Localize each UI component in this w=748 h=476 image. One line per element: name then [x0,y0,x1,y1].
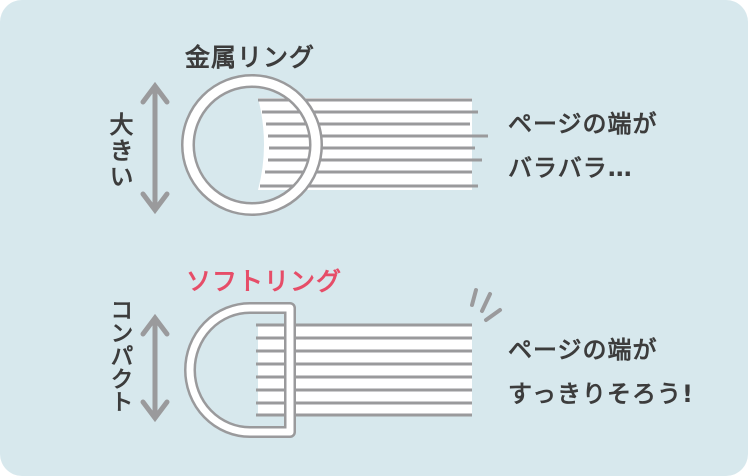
soft-ring [184,302,296,438]
soft-size-label: コンパクト [106,298,132,413]
metal-ring-title: 金属リング [185,43,316,72]
metal-desc-line1: ページの端が [508,110,658,138]
soft-description: ページの端が すっきりそろう! [508,328,694,416]
metal-ring [181,74,323,216]
soft-size-arrow [140,313,170,423]
metal-size-label: 大きい [105,112,133,190]
metal-size-arrow [140,81,170,215]
soft-desc-line2: すっきりそろう! [508,380,694,408]
soft-ring-title: ソフトリング [186,267,343,296]
metal-desc-line2: バラバラ… [508,154,633,182]
metal-pages [258,98,488,190]
soft-desc-line1: ページの端が [508,336,658,364]
metal-description: ページの端が バラバラ… [508,102,658,190]
sparkle-marks [470,288,502,322]
